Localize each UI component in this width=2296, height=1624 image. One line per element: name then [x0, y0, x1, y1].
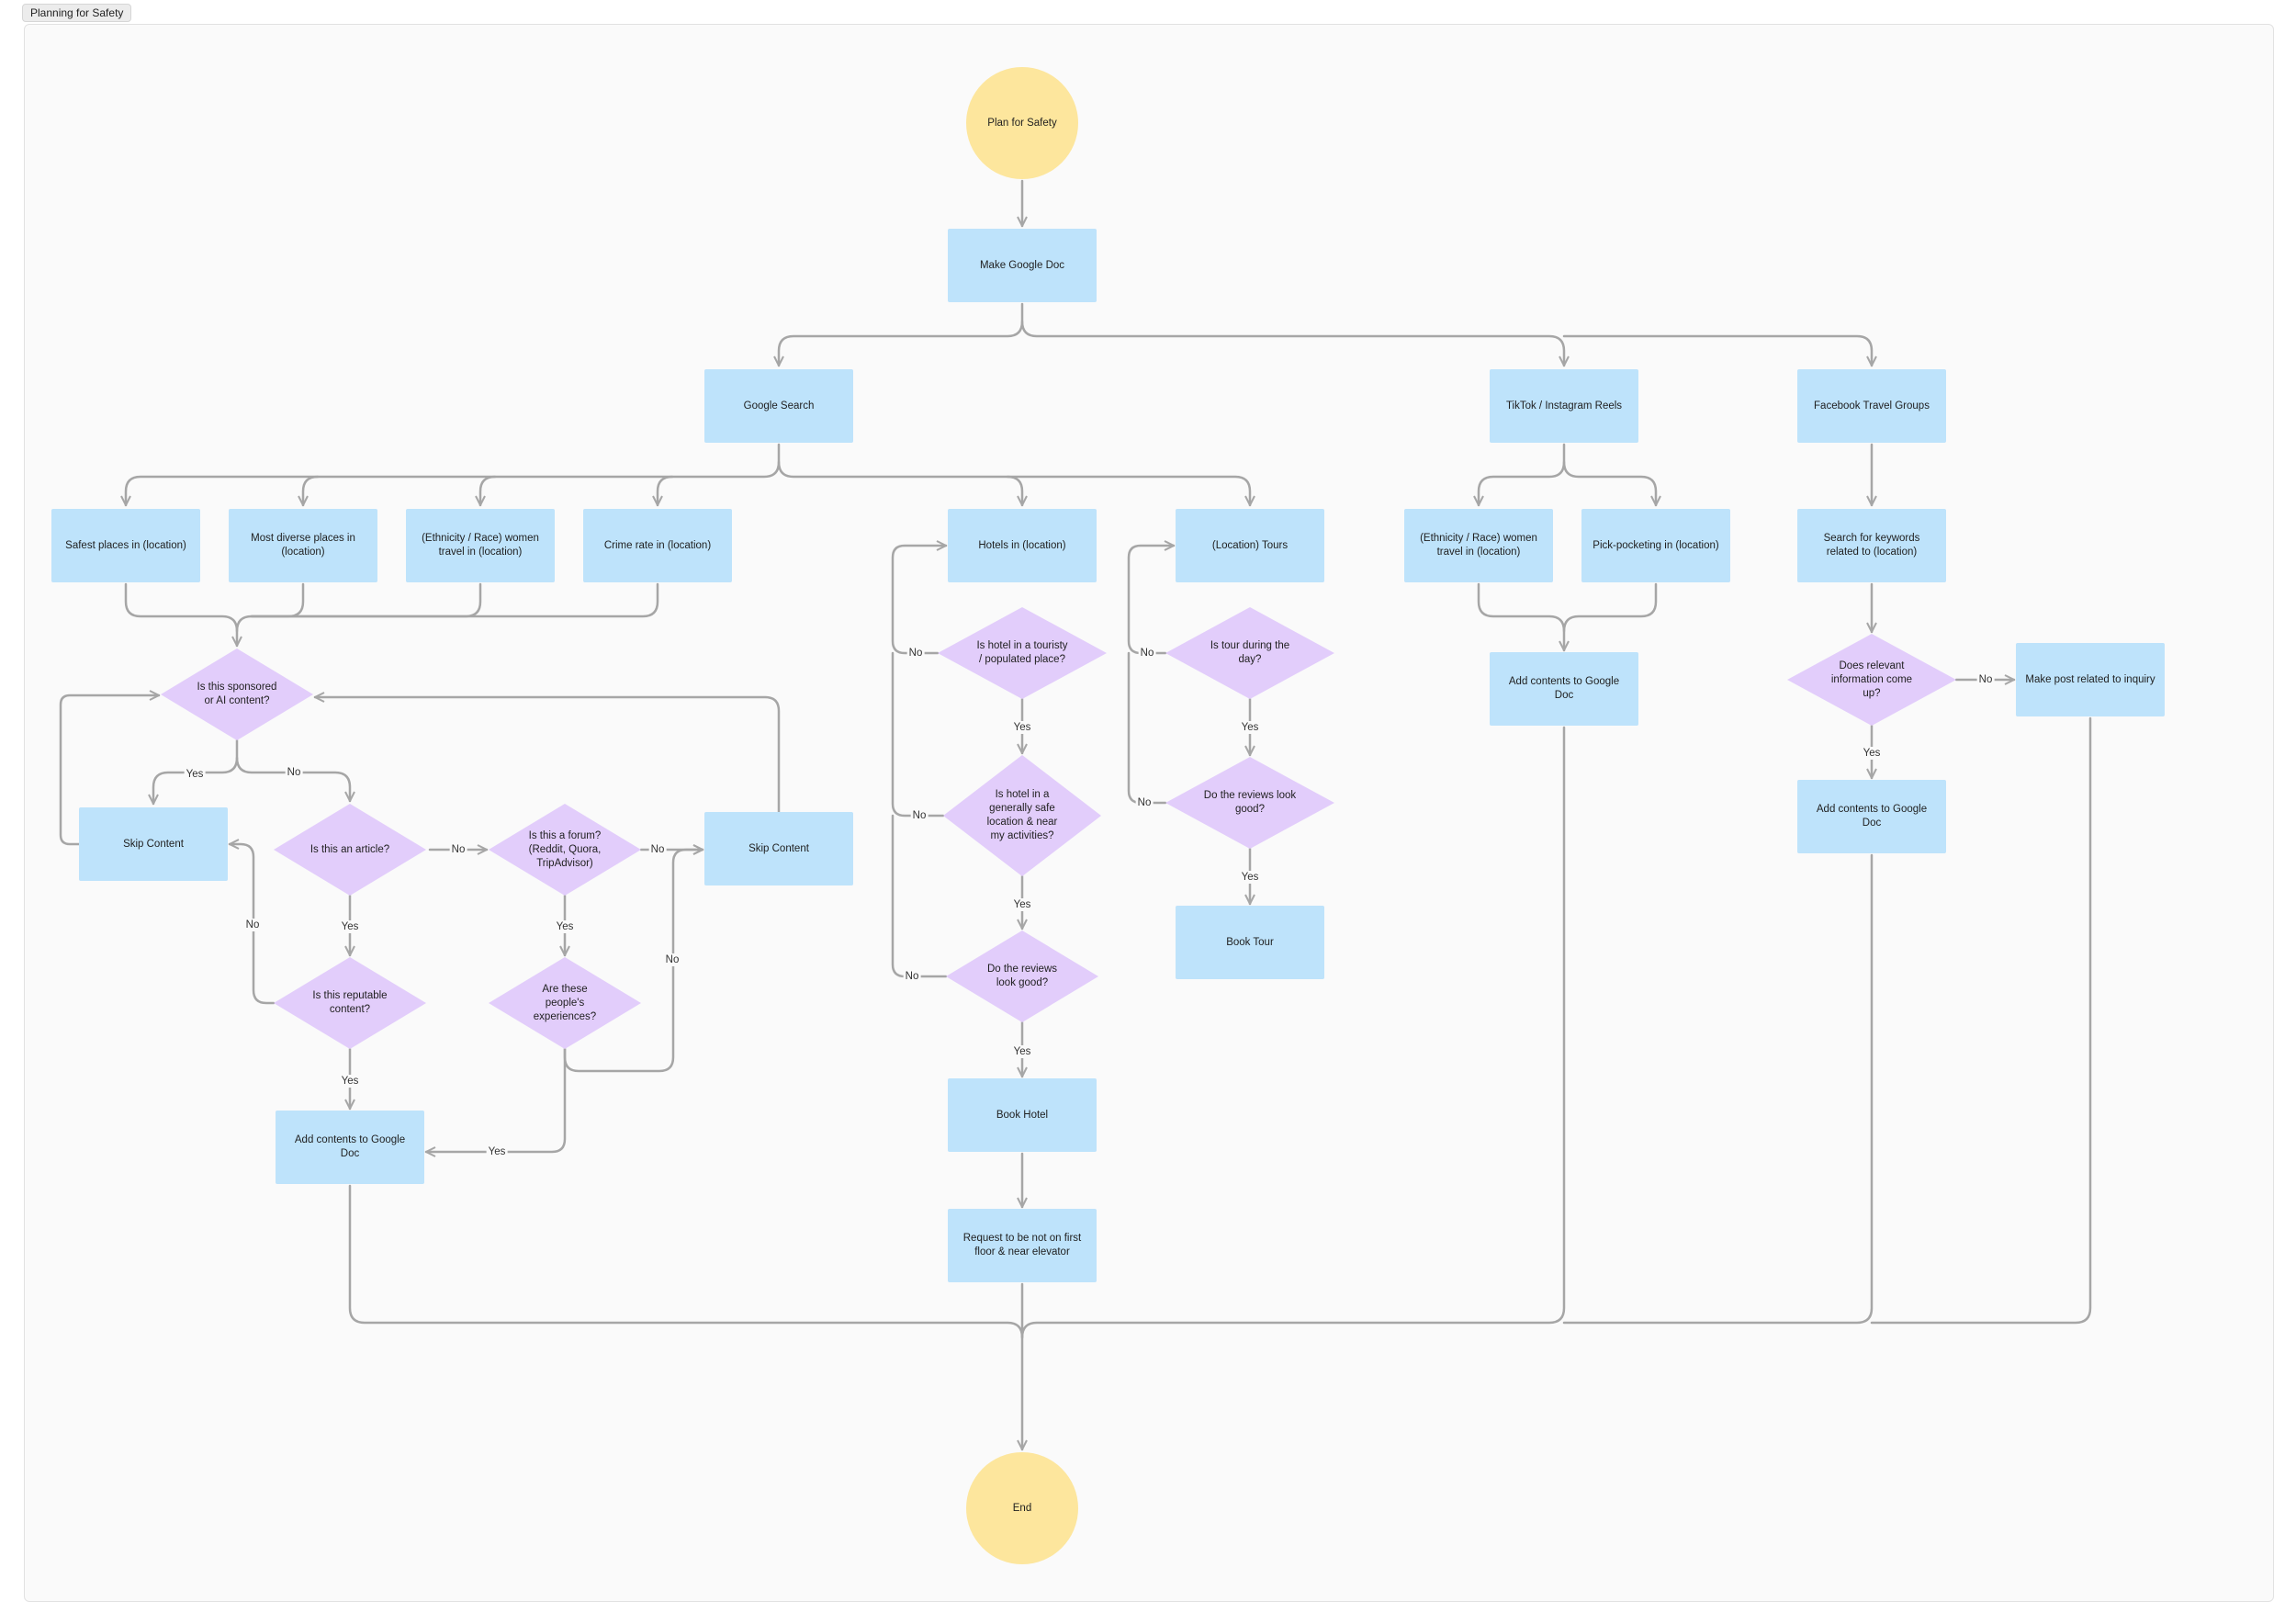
node-safest-shape[interactable] — [51, 509, 200, 582]
edge-label-yes: Yes — [1239, 871, 1261, 884]
connector — [1870, 716, 2092, 1325]
node-q-experiences-shape[interactable] — [489, 957, 641, 1049]
connector — [124, 582, 237, 648]
edge-label-yes: Yes — [1861, 747, 1883, 760]
edge-label-no: No — [910, 809, 929, 822]
edge-label-yes: Yes — [1011, 898, 1033, 911]
node-request-floor-shape[interactable] — [948, 1209, 1097, 1282]
edge-label-no: No — [663, 953, 681, 966]
node-q-article-shape[interactable] — [274, 804, 426, 896]
connector — [126, 443, 781, 507]
connector — [1006, 475, 1250, 507]
edge-label-no: No — [449, 843, 467, 856]
connector — [1020, 726, 1566, 1339]
connector — [348, 1184, 1024, 1339]
node-facebook-shape[interactable] — [1797, 369, 1946, 443]
node-tiktok-shape[interactable] — [1490, 369, 1638, 443]
edge-label-no: No — [903, 970, 921, 983]
node-q-hotel-touristy-shape[interactable] — [938, 607, 1107, 699]
connector — [891, 546, 948, 655]
connector — [1562, 582, 1658, 633]
edge-label-no: No — [1135, 796, 1154, 809]
node-add-doc-search-shape[interactable] — [276, 1111, 424, 1184]
node-crime-shape[interactable] — [583, 509, 732, 582]
node-skip-mid-shape[interactable] — [704, 812, 853, 885]
node-q-sponsored-shape[interactable] — [161, 648, 313, 740]
node-q-tour-day-shape[interactable] — [1165, 607, 1334, 699]
connector — [59, 695, 161, 846]
connector — [563, 850, 704, 1073]
node-q-hotel-reviews-shape[interactable] — [946, 930, 1098, 1022]
connector — [779, 302, 1024, 367]
connector — [1127, 651, 1167, 805]
connector — [250, 582, 482, 618]
node-q-reputable-shape[interactable] — [274, 957, 426, 1049]
edge-label-no: No — [243, 919, 262, 931]
node-q-forum-shape[interactable] — [489, 804, 641, 896]
connector — [1562, 334, 1872, 367]
node-q-fb-relevant-shape[interactable] — [1787, 634, 1956, 726]
connector — [303, 475, 320, 507]
connector — [1020, 320, 1564, 367]
connector — [313, 697, 781, 814]
node-google-search-shape[interactable] — [704, 369, 853, 443]
edge-label-no: No — [285, 766, 303, 779]
node-fb-post-shape[interactable] — [2016, 643, 2165, 716]
edge-label-no: No — [1138, 647, 1156, 660]
edge-label-yes: Yes — [184, 768, 206, 781]
edge-label-no: No — [1976, 673, 1995, 686]
node-diverse-shape[interactable] — [229, 509, 377, 582]
node-book-tour-shape[interactable] — [1176, 906, 1324, 979]
edge-label-yes: Yes — [339, 1075, 361, 1088]
node-q-tour-reviews-shape[interactable] — [1165, 757, 1334, 849]
connector — [1479, 443, 1566, 507]
node-ethnicity-women-search-shape[interactable] — [406, 509, 555, 582]
node-skip-left-shape[interactable] — [79, 807, 228, 881]
node-end-shape[interactable] — [966, 1452, 1078, 1564]
connector — [235, 582, 305, 633]
node-ethnicity-women-reels-shape[interactable] — [1404, 509, 1553, 582]
node-fb-search-shape[interactable] — [1797, 509, 1946, 582]
connector — [891, 814, 948, 978]
edge-label-yes: Yes — [486, 1145, 508, 1158]
connector — [250, 582, 659, 618]
edge-label-yes: Yes — [1011, 721, 1033, 734]
node-q-hotel-safe-shape[interactable] — [943, 755, 1101, 876]
node-start-shape[interactable] — [966, 67, 1078, 179]
node-make-doc-shape[interactable] — [948, 229, 1097, 302]
connector — [777, 460, 1022, 507]
node-book-hotel-shape[interactable] — [948, 1078, 1097, 1152]
connector — [480, 475, 497, 507]
connector — [1562, 853, 1874, 1325]
node-add-doc-fb-shape[interactable] — [1797, 780, 1946, 853]
connector — [424, 1047, 567, 1152]
edge-label-yes: Yes — [339, 920, 361, 933]
frame-title[interactable]: Planning for Safety — [22, 4, 132, 22]
node-add-doc-reels-shape[interactable] — [1490, 652, 1638, 726]
edge-label-yes: Yes — [554, 920, 576, 933]
connector — [235, 756, 350, 803]
edge-label-no: No — [906, 647, 925, 660]
node-tours-shape[interactable] — [1176, 509, 1324, 582]
connector — [658, 475, 674, 507]
connector — [1127, 546, 1176, 655]
edge-label-yes: Yes — [1011, 1045, 1033, 1058]
connector — [891, 651, 945, 818]
node-pickpocket-shape[interactable] — [1581, 509, 1730, 582]
connector — [1477, 582, 1564, 652]
edge-label-no: No — [648, 843, 667, 856]
connector — [1562, 460, 1656, 507]
edge-label-yes: Yes — [1239, 721, 1261, 734]
node-hotels-shape[interactable] — [948, 509, 1097, 582]
